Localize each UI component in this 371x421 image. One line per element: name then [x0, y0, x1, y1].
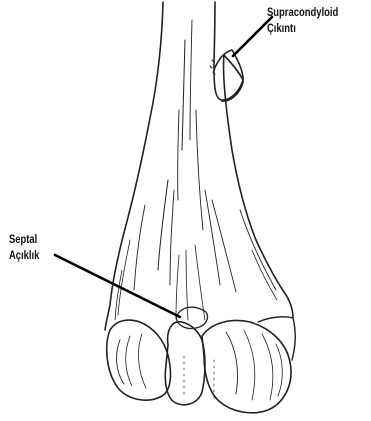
septal-label-line2: Açıklık	[9, 248, 39, 264]
supracondyloid-label-line2: Çıkıntı	[267, 21, 338, 37]
septal-label: Septal Açıklık	[9, 232, 39, 264]
supracondyloid-label: Supracondyloid Çıkıntı	[267, 5, 338, 37]
supracondyloid-process	[214, 50, 243, 101]
pointer-septal	[55, 255, 180, 317]
capitulum	[202, 321, 291, 413]
shaft-left-edge	[105, 2, 163, 330]
supracondyloid-label-line1: Supracondyloid	[267, 5, 338, 21]
trochlea	[165, 322, 205, 405]
septal-label-line1: Septal	[9, 232, 39, 248]
shaft-right-edge	[214, 2, 293, 318]
